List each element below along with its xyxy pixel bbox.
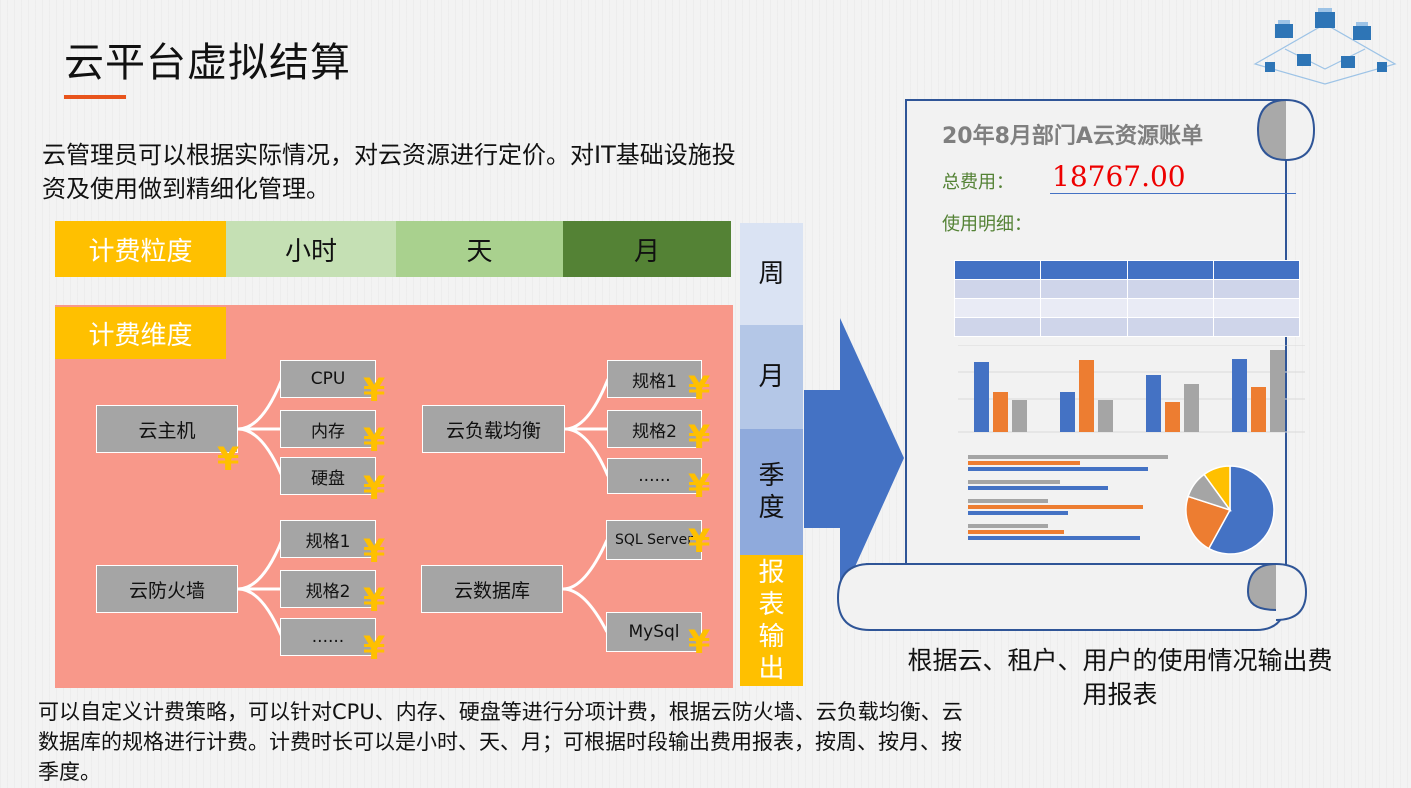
table-header-cell (1126, 260, 1214, 280)
yen-icon: ¥ (363, 371, 386, 409)
node-disk: 硬盘 (280, 457, 376, 495)
caption-right: 根据云、租户、用户的使用情况输出费用报表 (907, 646, 1333, 709)
table-row (953, 298, 1301, 318)
node-fw-spec-1: 规格1 (280, 520, 376, 558)
table-cell (1126, 317, 1214, 337)
yen-icon: ¥ (688, 467, 711, 505)
node-fw-spec-2: 规格2 (280, 570, 376, 608)
node-cpu: CPU (280, 360, 376, 398)
yen-icon: ¥ (688, 369, 711, 407)
mini-bar (1012, 400, 1027, 432)
mini-bar (1146, 375, 1161, 432)
mini-pie-slice (1207, 465, 1275, 555)
table-cell (1040, 317, 1128, 337)
mini-bar (1060, 392, 1075, 432)
yen-icon: ¥ (363, 421, 386, 459)
table-row (953, 317, 1301, 337)
table-row (953, 279, 1301, 299)
isometric-network-illustration (1253, 8, 1397, 85)
yen-icon: ¥ (363, 581, 386, 619)
node-cloud-firewall: 云防火墙 (96, 565, 238, 613)
mini-hbar (968, 461, 1080, 465)
table-cell (1126, 298, 1214, 318)
granularity-month: 月 (563, 221, 731, 277)
bill-mini-table (953, 260, 1301, 337)
node-memory: 内存 (280, 410, 376, 448)
yen-icon: ¥ (688, 623, 711, 661)
period-quarter: 季度 (740, 429, 803, 555)
output-arrow (804, 318, 904, 600)
bill-detail-label: 使用明细： (942, 214, 1032, 235)
yen-icon: ¥ (363, 629, 386, 667)
node-lb-spec-1: 规格1 (607, 360, 702, 398)
node-fw-more: ...... (280, 618, 376, 656)
table-cell (953, 298, 1042, 318)
table-cell (953, 317, 1042, 337)
period-month: 月 (740, 325, 803, 429)
table-cell (1212, 298, 1301, 318)
table-cell (1212, 279, 1301, 299)
bill-total-value: 18767.00 (1052, 160, 1186, 193)
node-cloud-load-balancer: 云负载均衡 (422, 405, 565, 453)
node-lb-spec-2: 规格2 (607, 410, 702, 448)
mini-hbar (968, 499, 1048, 503)
table-cell (1212, 317, 1301, 337)
bill-total-label: 总费用： (942, 172, 1014, 193)
title-underline (64, 95, 126, 99)
mini-bar (1232, 359, 1247, 432)
table-header-cell (953, 260, 1042, 280)
mini-pie-slice (1185, 495, 1232, 550)
yen-icon: ¥ (688, 522, 711, 560)
node-sql-server: SQL Server (606, 520, 702, 560)
granularity-label: 计费粒度 (55, 221, 226, 277)
granularity-day: 天 (396, 221, 563, 277)
caption-bottom: 可以自定义计费策略，可以针对CPU、内存、硬盘等进行分项计费，根据云防火墙、云负… (38, 700, 963, 784)
table-cell (1040, 298, 1128, 318)
table-header-cell (1040, 260, 1128, 280)
mini-pie-slice (1203, 465, 1231, 513)
mini-bar (993, 392, 1008, 432)
mini-hbar (968, 524, 1048, 528)
mini-bar (974, 362, 989, 432)
mini-hbar (968, 467, 1148, 471)
yen-icon: ¥ (688, 418, 711, 456)
dimension-label: 计费维度 (55, 307, 226, 359)
table-cell (1040, 279, 1128, 299)
node-cloud-host: 云主机 (96, 405, 238, 453)
period-report-output: 报表输出 (740, 555, 803, 686)
mini-hbar (968, 455, 1168, 459)
table-row (953, 260, 1301, 280)
mini-hbar (968, 511, 1068, 515)
page-title: 云平台虚拟结算 (64, 40, 351, 86)
period-week: 周 (740, 223, 803, 325)
intro-text: 云管理员可以根据实际情况，对云资源进行定价。对IT基础设施投资及使用做到精细化管… (42, 141, 736, 203)
mini-hbar (968, 536, 1140, 540)
table-cell (1126, 279, 1214, 299)
mini-hbar (968, 480, 1060, 484)
bill-mini-charts (958, 345, 1305, 555)
yen-icon: ¥ (363, 469, 386, 507)
mini-bar (1270, 350, 1285, 432)
node-lb-more: ...... (607, 458, 702, 494)
mini-bar (1098, 400, 1113, 432)
table-cell (953, 279, 1042, 299)
granularity-row: 计费粒度 小时 天 月 (55, 221, 731, 277)
mini-bar (1079, 360, 1094, 432)
yen-icon: ¥ (217, 440, 240, 478)
mini-hbar (968, 486, 1108, 490)
node-cloud-database: 云数据库 (421, 565, 563, 613)
mini-hbar (968, 505, 1143, 509)
mini-bar (1251, 387, 1266, 432)
yen-icon: ¥ (363, 532, 386, 570)
granularity-hour: 小时 (226, 221, 396, 277)
mini-bar (1165, 402, 1180, 432)
mini-hbar (968, 530, 1064, 534)
mini-bar (1184, 384, 1199, 432)
bill-title: 20年8月部门A云资源账单 (942, 124, 1203, 149)
bill-total-underline (1050, 193, 1296, 194)
period-column: 周 月 季度 报表输出 (740, 223, 803, 686)
table-header-cell (1212, 260, 1301, 280)
node-mysql: MySql (606, 612, 702, 652)
